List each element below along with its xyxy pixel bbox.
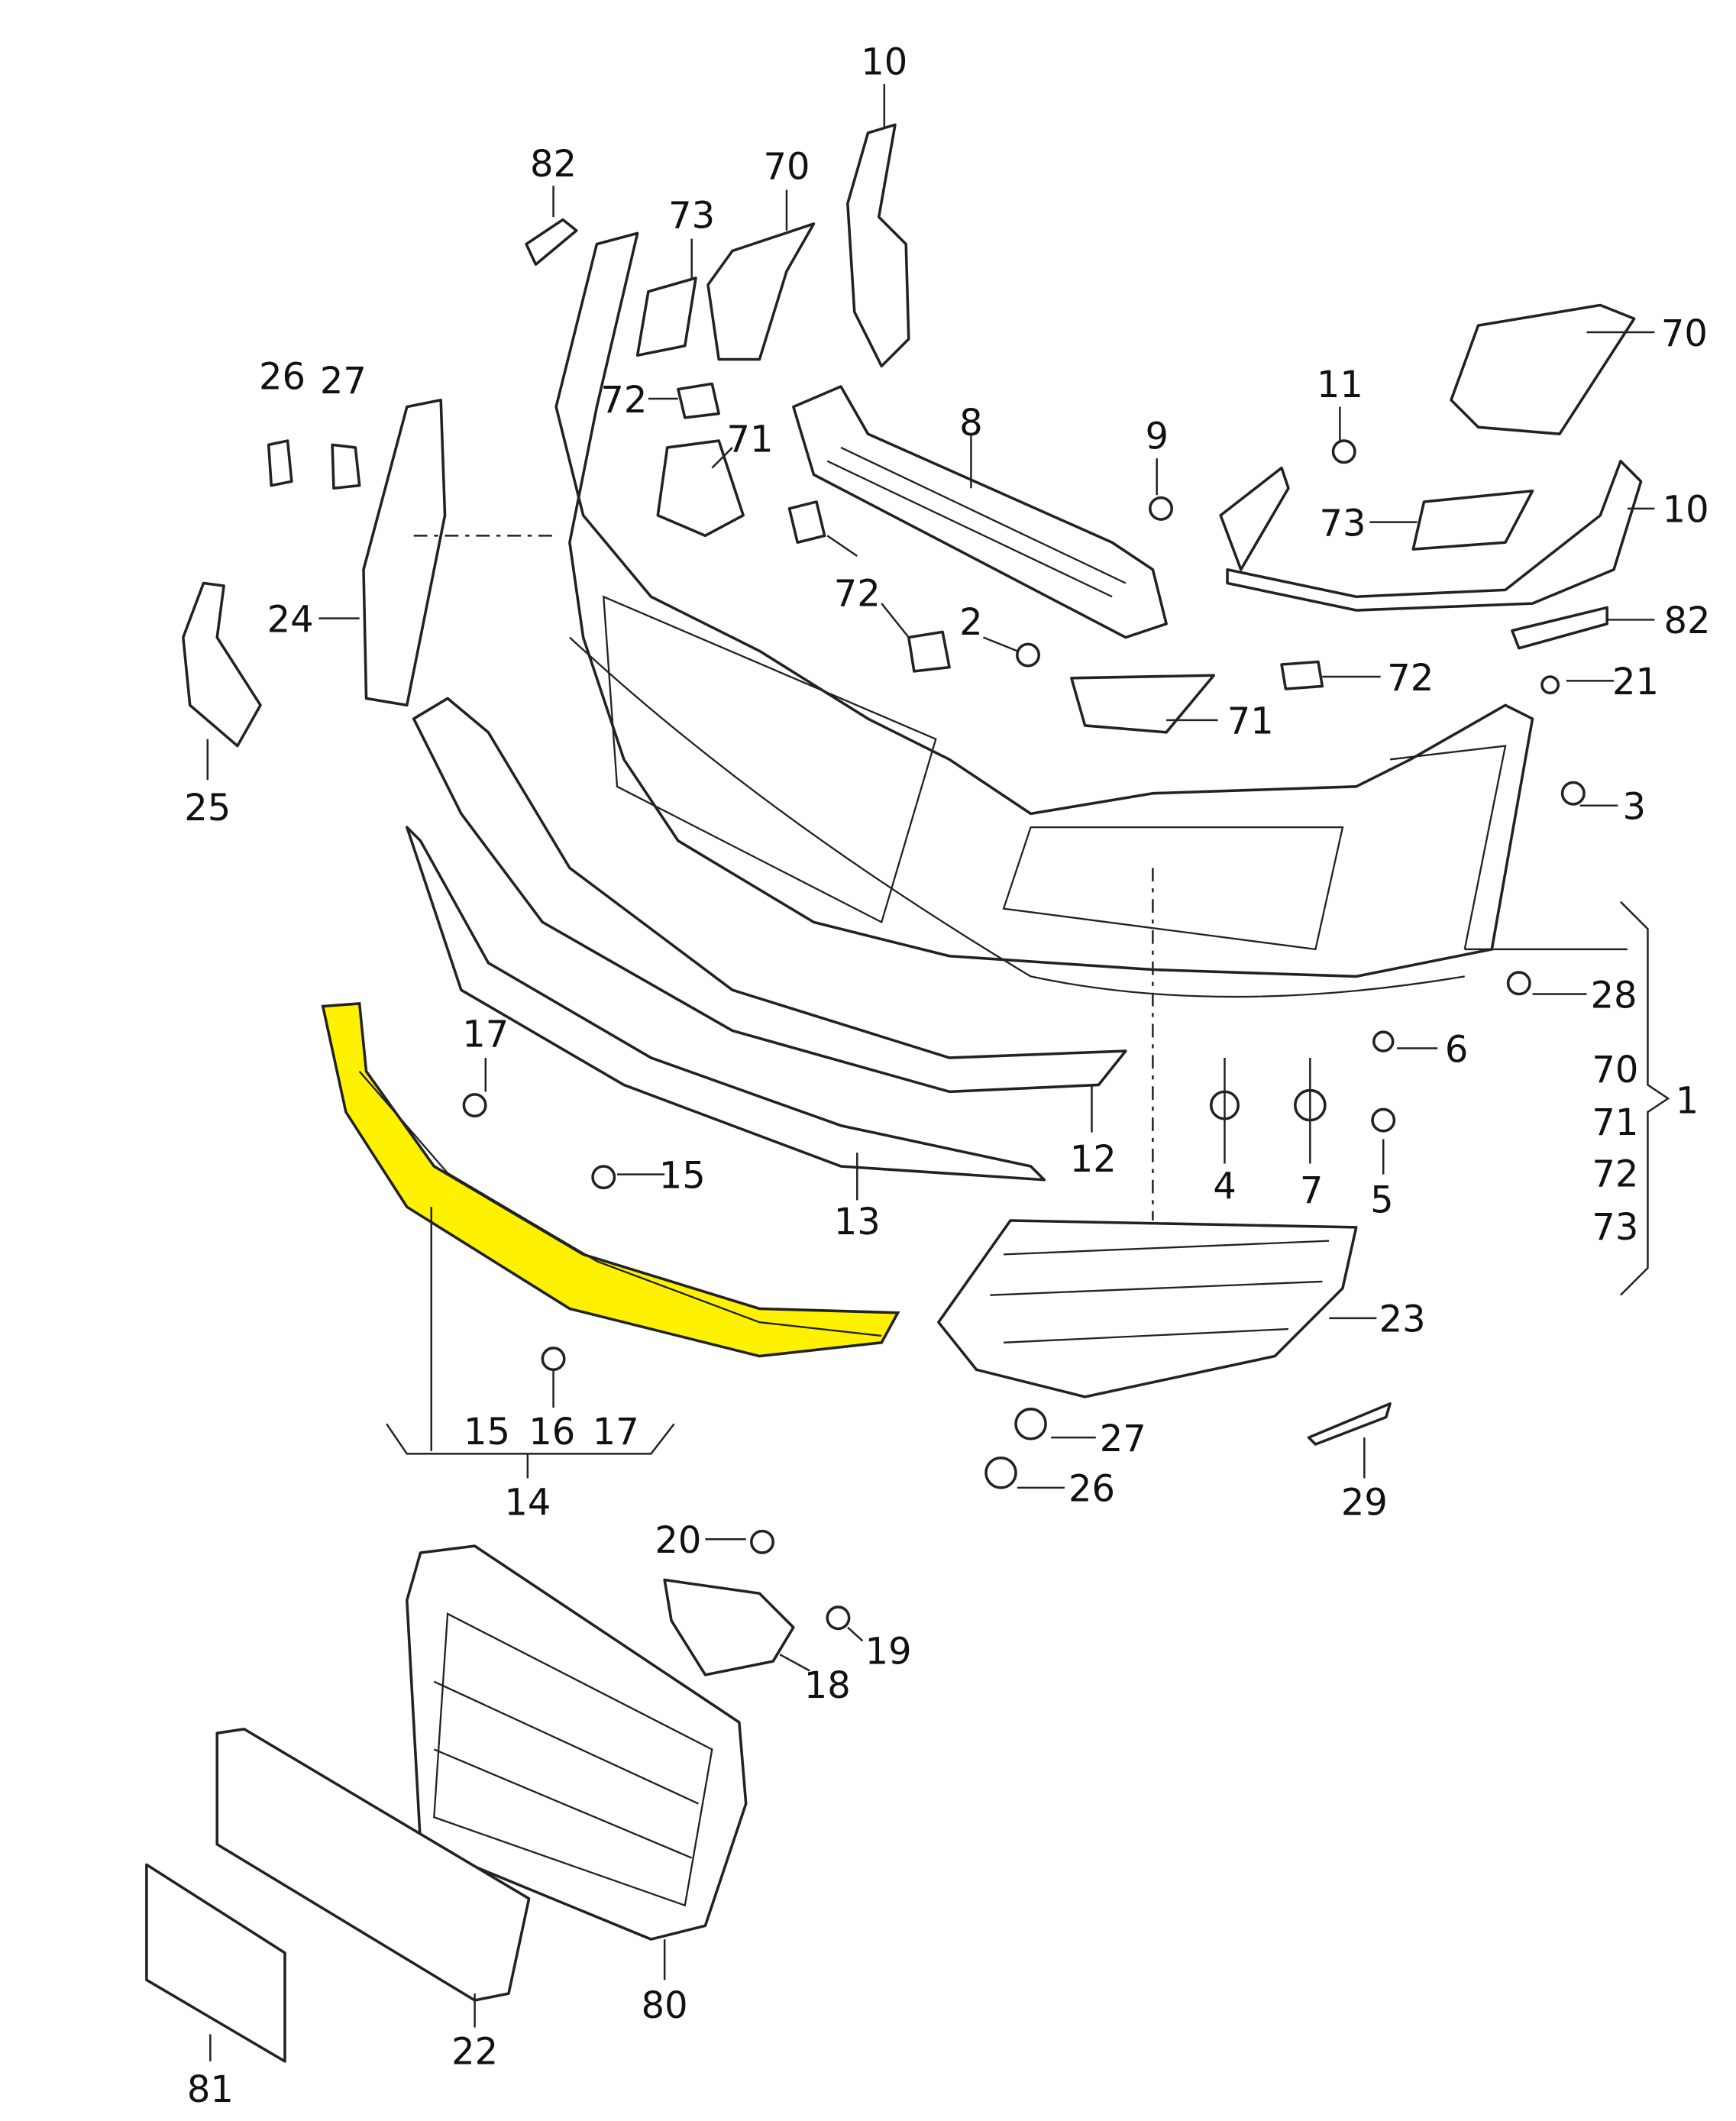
part-number-label: 27	[1100, 1418, 1146, 1460]
part-number-label: 9	[1145, 416, 1169, 458]
part-number-label: 70	[1592, 1049, 1638, 1091]
fog-grille-slats	[990, 1240, 1330, 1343]
part-number-label: 71	[1592, 1102, 1638, 1144]
part-number-label: 8	[959, 403, 983, 445]
part-number-label: 10	[1663, 490, 1709, 532]
part-number-label: 4	[1213, 1166, 1237, 1208]
part-number-label: 16	[529, 1411, 575, 1453]
part-number-label: 11	[1317, 364, 1363, 406]
part-number-label: 81	[187, 2069, 234, 2111]
part-80-main-grille	[406, 1544, 748, 1941]
part-number-label: 22	[451, 2031, 498, 2073]
part-number-label: 15	[464, 1411, 510, 1453]
part-25-bracket	[182, 581, 262, 748]
fog-opening	[1002, 826, 1344, 951]
part-number-label: 13	[834, 1201, 881, 1243]
part-14-lower-spoiler-highlighted[interactable]	[321, 1002, 900, 1358]
part-number-label: 26	[259, 357, 305, 399]
part-18-bracket	[663, 1578, 795, 1676]
part-number-label: 6	[1445, 1029, 1469, 1071]
bumper-lower-edge	[569, 636, 1465, 998]
part-number-label: 15	[659, 1155, 706, 1197]
part-73-grille-right	[1411, 489, 1534, 551]
part-number-label: 72	[1592, 1154, 1638, 1196]
part-72-clip-b	[787, 500, 826, 545]
part-bracket-upper-right	[1219, 466, 1290, 571]
part-number-label: 10	[861, 42, 907, 84]
part-number-label: 73	[668, 195, 715, 237]
part-number-label: 72	[834, 574, 881, 616]
grille-mesh	[433, 1612, 713, 1907]
part-number-label: 71	[1227, 701, 1274, 743]
part-number-label: 27	[320, 361, 367, 403]
part-14-inner-line	[358, 1070, 882, 1337]
part-71-bracket	[656, 439, 745, 538]
part-82-trim-right	[1511, 606, 1608, 650]
part-number-label: 3	[1622, 786, 1646, 828]
part-72-clip	[677, 382, 720, 419]
part-72-clip-d	[1280, 660, 1324, 690]
part-27-cap	[331, 443, 361, 490]
part-number-label: 2	[959, 602, 983, 644]
grille-opening	[602, 595, 937, 924]
part-81-plate	[145, 1863, 286, 2063]
part-82-trim-left	[525, 218, 578, 267]
bumper-cover	[554, 231, 1534, 978]
part-24-duct	[362, 399, 447, 707]
part-number-label: 14	[504, 1482, 551, 1524]
part-70-bracket-right	[1450, 303, 1636, 435]
part-number-label: 73	[1319, 503, 1366, 545]
part-number-label: 73	[1592, 1207, 1638, 1249]
part-number-label: 24	[267, 599, 314, 641]
part-number-label: 82	[1663, 600, 1710, 642]
part-number-label: 82	[530, 144, 577, 186]
part-number-label: 5	[1370, 1179, 1394, 1221]
part-number-label: 21	[1612, 661, 1659, 703]
part-number-label: 71	[727, 419, 774, 461]
part-number-label: 1	[1676, 1081, 1699, 1123]
part-10-bracket-left	[846, 123, 910, 368]
part-number-label: 72	[1387, 658, 1434, 700]
fasteners	[462, 439, 1586, 1631]
part-number-label: 19	[865, 1631, 912, 1673]
part-number-label: 17	[462, 1014, 509, 1056]
part-number-label: 28	[1591, 975, 1637, 1017]
part-70-bracket-left	[706, 222, 816, 361]
part-number-label: 26	[1068, 1469, 1115, 1511]
part-23-fog-grille	[937, 1219, 1358, 1398]
bumper-edge	[1389, 745, 1507, 950]
part-number-label: 23	[1379, 1299, 1426, 1341]
part-number-label: 12	[1070, 1139, 1117, 1181]
part-number-label: 72	[600, 380, 647, 422]
part-number-label: 80	[642, 1985, 688, 2027]
part-13-spoiler	[406, 826, 1046, 1182]
part-number-label: 70	[763, 146, 810, 188]
part-number-label: 18	[804, 1665, 851, 1707]
part-8-carrier	[792, 385, 1168, 639]
carrier-ribs	[826, 446, 1127, 598]
part-22-plate-holder	[215, 1728, 531, 2002]
part-number-label: 17	[593, 1411, 639, 1453]
part-10-trim-right	[1226, 459, 1643, 612]
part-26-cap	[267, 439, 293, 487]
part-12-strip	[412, 697, 1127, 1094]
part-number-label: 20	[655, 1520, 701, 1562]
part-number-label: 7	[1300, 1170, 1324, 1212]
part-number-label: 70	[1661, 313, 1708, 355]
part-number-label: 29	[1341, 1482, 1388, 1524]
part-number-label: 25	[184, 787, 231, 829]
part-72-clip-c	[907, 630, 951, 673]
part-73-grille-left	[635, 276, 697, 357]
part-71-bracket-right	[1070, 674, 1216, 734]
leader-lines	[206, 84, 1670, 2061]
